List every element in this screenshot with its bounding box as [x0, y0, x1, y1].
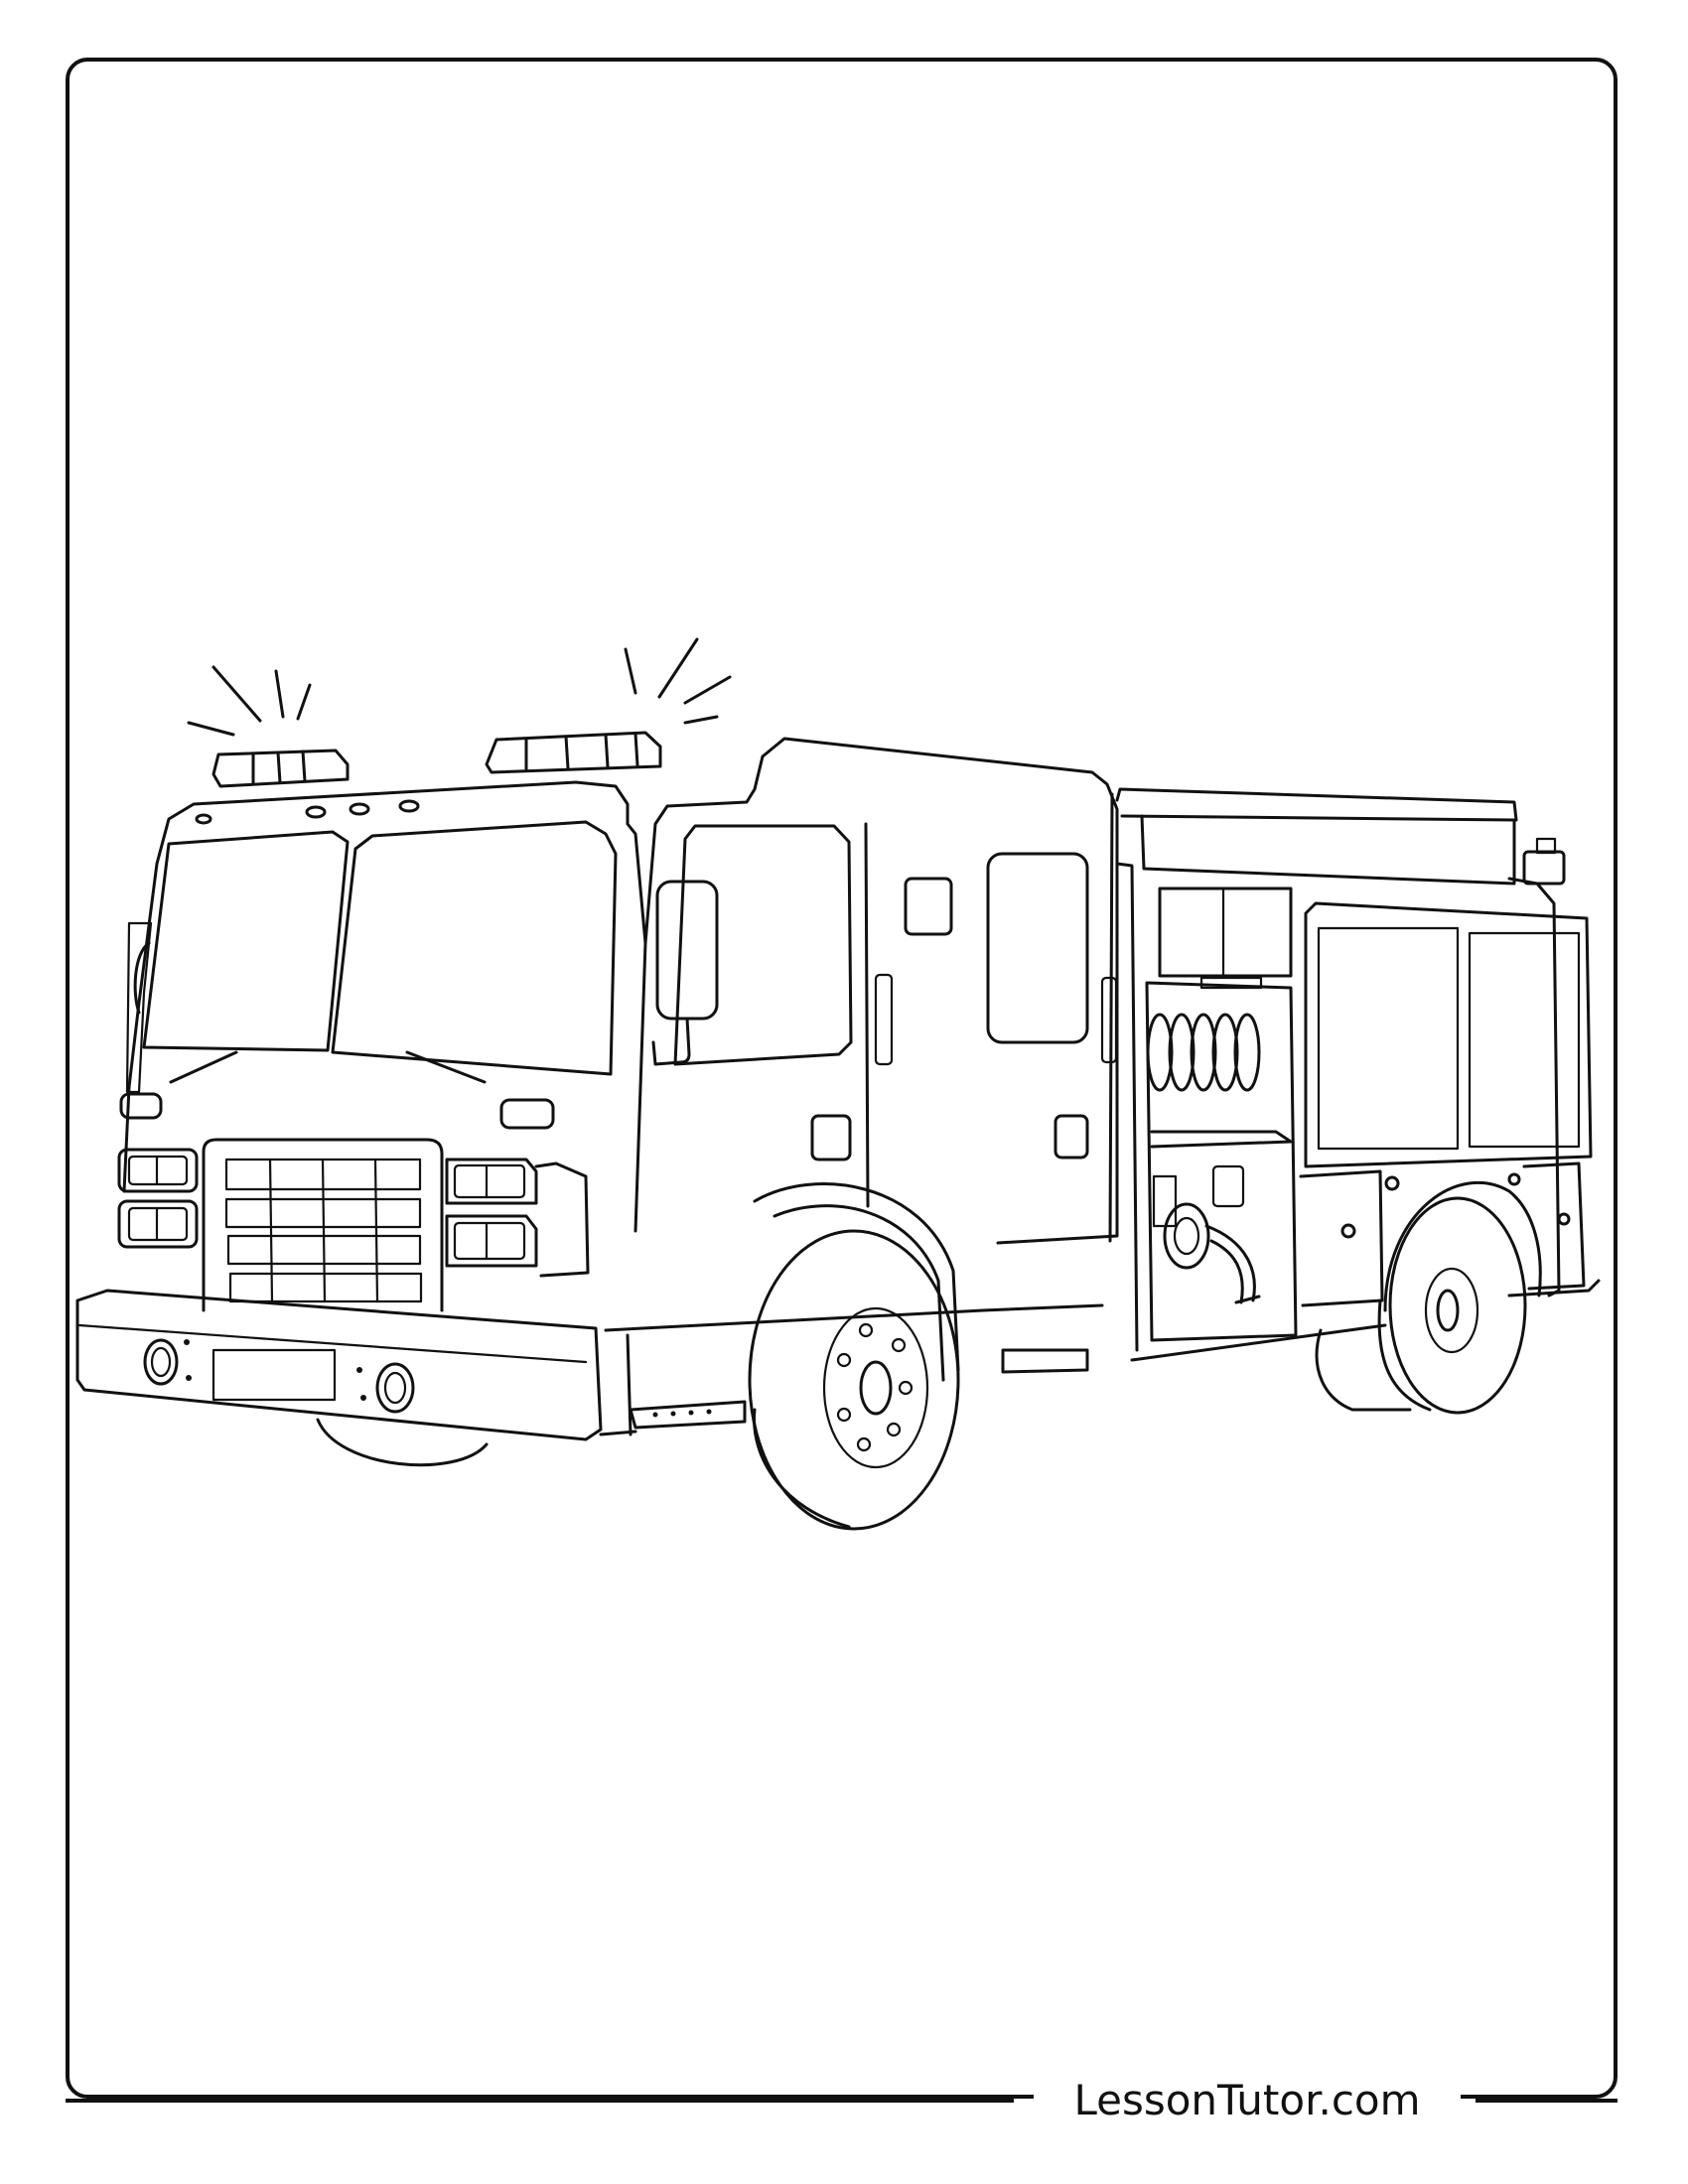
light-bar-left	[211, 749, 350, 788]
light-rays-right	[624, 637, 732, 725]
light-bar-right	[485, 731, 662, 774]
front-bumper	[75, 1289, 603, 1467]
rear-body	[1115, 787, 1601, 1362]
rear-wheel	[1315, 1180, 1542, 1415]
page-border	[66, 58, 1618, 2099]
footer-rule-right	[1476, 2099, 1618, 2103]
front-wheel	[629, 1182, 1089, 1531]
headlights-right	[445, 1158, 590, 1278]
light-rays-left	[187, 665, 312, 737]
footer: LessonTutor.com	[66, 2073, 1618, 2128]
grille	[202, 1138, 444, 1312]
footer-rule-left	[66, 2099, 1014, 2103]
cab-side	[599, 737, 1119, 1436]
brand-label: LessonTutor.com	[1034, 2073, 1461, 2128]
headlights-left	[117, 1148, 199, 1249]
cab	[119, 780, 647, 1233]
